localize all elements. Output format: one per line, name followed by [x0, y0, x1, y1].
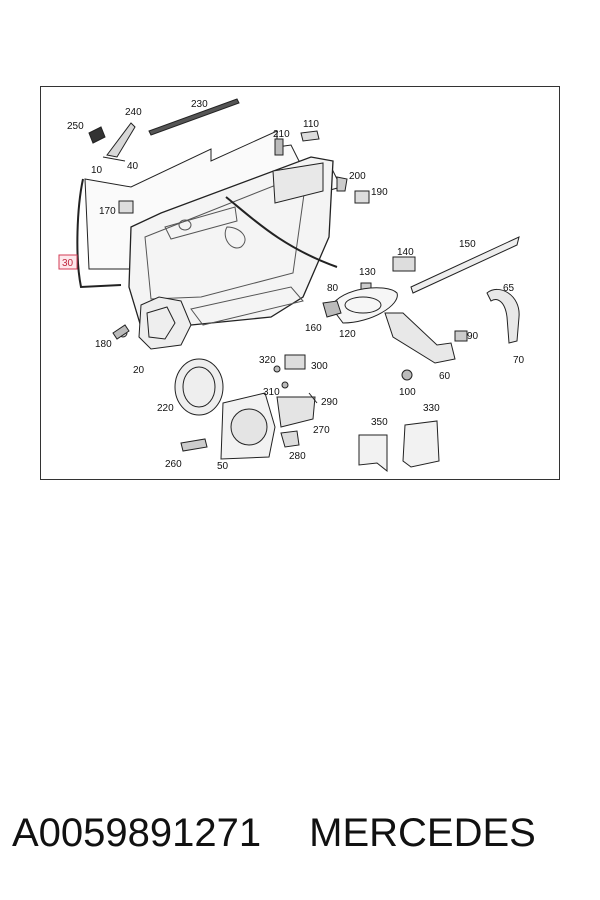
corner-shield-240	[106, 122, 136, 158]
label-220: 220	[157, 403, 174, 414]
highlight-box-30	[58, 254, 78, 270]
label-190: 190	[371, 187, 388, 198]
bracket-210	[274, 138, 284, 156]
label-330: 330	[423, 403, 440, 414]
rod-150	[410, 236, 520, 294]
label-170: 170	[99, 206, 116, 217]
label-320: 320	[259, 355, 276, 366]
door-panel-exploded-view: 10 20 30 40 50 60 65 70 80 90 100 110 12…	[58, 98, 525, 473]
pull-handle-60	[384, 312, 456, 364]
grab-handle-70	[486, 288, 520, 344]
label-290: 290	[321, 397, 338, 408]
label-350: 350	[371, 417, 388, 428]
label-50: 50	[217, 461, 229, 472]
latch-140	[392, 256, 416, 272]
label-80: 80	[327, 283, 339, 294]
parts-diagram: 10 20 30 40 50 60 65 70 80 90 100 110 12…	[40, 86, 560, 480]
bracket-280	[280, 430, 300, 448]
label-10: 10	[91, 165, 103, 176]
part-260	[180, 438, 208, 452]
label-110: 110	[303, 119, 319, 130]
label-100: 100	[399, 387, 416, 398]
label-280: 280	[289, 451, 306, 462]
label-160: 160	[305, 323, 322, 334]
clip-250	[88, 126, 106, 144]
label-30: 30	[62, 258, 74, 269]
label-40: 40	[127, 161, 139, 172]
spacer-160	[322, 300, 342, 318]
label-250: 250	[67, 121, 84, 132]
cup-holder-350	[358, 434, 388, 473]
clip-200	[336, 176, 348, 192]
clip-90	[454, 330, 468, 342]
clip-170	[118, 200, 134, 214]
label-70: 70	[513, 355, 525, 366]
brand-name: MERCEDES	[309, 810, 536, 855]
block-300	[284, 354, 306, 370]
label-230: 230	[191, 99, 208, 110]
label-20: 20	[133, 365, 145, 376]
label-150: 150	[459, 239, 476, 250]
label-140: 140	[397, 247, 414, 258]
box-330	[402, 420, 440, 468]
handle-bezel-120	[330, 287, 398, 324]
clip-190	[354, 190, 370, 204]
label-260: 260	[165, 459, 182, 470]
part-number: A0059891271	[12, 810, 262, 855]
label-270: 270	[313, 425, 330, 436]
label-130: 130	[359, 267, 376, 278]
door-seal-strip	[76, 178, 122, 289]
label-65: 65	[503, 283, 515, 294]
label-300: 300	[311, 361, 328, 372]
label-240: 240	[125, 107, 142, 118]
label-180: 180	[95, 339, 112, 350]
label-60: 60	[439, 371, 451, 382]
moulding-strip-230	[148, 98, 240, 136]
label-90: 90	[467, 331, 479, 342]
label-210: 210	[273, 129, 290, 140]
label-120: 120	[339, 329, 356, 340]
product-caption: A0059891271 MERCEDES	[12, 805, 592, 861]
clip-110	[300, 130, 320, 142]
label-200: 200	[349, 171, 366, 182]
label-310: 310	[263, 387, 280, 398]
switch-housing-270	[276, 396, 316, 428]
